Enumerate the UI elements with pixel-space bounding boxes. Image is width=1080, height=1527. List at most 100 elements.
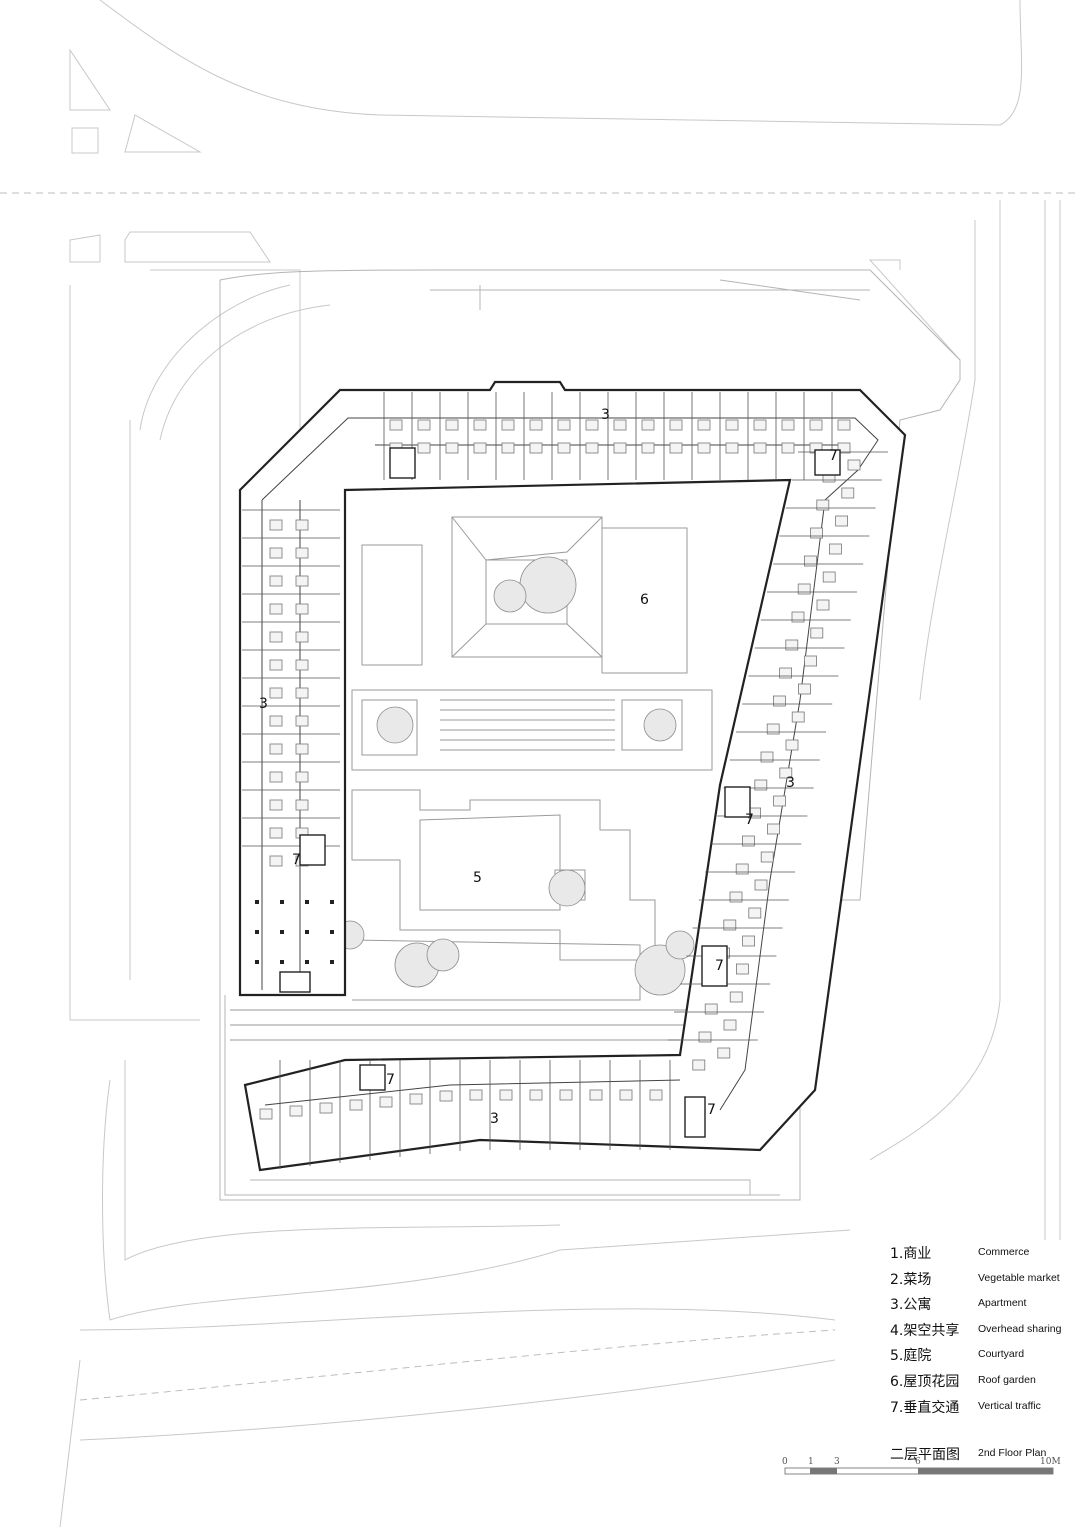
apartment-unit — [269, 687, 283, 699]
apartment-unit — [613, 419, 627, 431]
column — [330, 900, 334, 904]
apartment-unit — [698, 1031, 712, 1043]
apartment-unit — [804, 555, 817, 567]
scale-segment — [810, 1468, 837, 1474]
legend-item: 6.屋顶花园 Roof garden — [890, 1371, 1075, 1393]
apartment-unit — [779, 767, 793, 779]
column — [280, 930, 284, 934]
legend-item: 2.菜场 Vegetable market — [890, 1269, 1075, 1291]
label-vertical-traffic-topright: 7 — [829, 448, 838, 464]
column — [330, 960, 334, 964]
building-footprint — [238, 380, 907, 1172]
legend-item-zh: 2.菜场 — [890, 1272, 932, 1288]
apartment-unit — [269, 827, 283, 839]
apartment-unit — [785, 739, 799, 751]
column — [280, 900, 284, 904]
label-vertical-traffic-bottom1: 7 — [386, 1072, 395, 1088]
apartment-unit — [269, 659, 283, 671]
apartment-unit — [619, 1089, 633, 1101]
area-labels: 3 3 3 3 6 5 7 7 7 7 7 7 — [259, 407, 838, 1127]
apartment-unit — [829, 543, 842, 555]
apartment-unit — [445, 419, 459, 431]
apartment-unit — [295, 547, 309, 559]
apartment-unit — [835, 515, 848, 527]
apartment-unit — [289, 1105, 303, 1117]
apartment-unit — [585, 419, 599, 431]
label-vertical-traffic-mid1: 7 — [745, 812, 754, 828]
label-apartment-left: 3 — [259, 696, 268, 712]
apartment-rooms — [242, 392, 888, 1169]
apartment-unit — [760, 751, 774, 763]
apartment-unit — [269, 799, 283, 811]
apartment-unit — [409, 1093, 423, 1105]
column — [305, 930, 309, 934]
apartment-unit — [766, 723, 780, 735]
trees — [335, 556, 695, 996]
label-vertical-traffic-mid2: 7 — [715, 958, 724, 974]
apartment-unit — [529, 1089, 543, 1101]
apartment-unit — [773, 695, 786, 707]
legend-item-zh: 7.垂直交通 — [890, 1400, 960, 1416]
apartment-unit — [785, 639, 799, 651]
apartment-unit — [319, 1102, 333, 1114]
legend-item-en: Apartment — [978, 1297, 1027, 1309]
column — [255, 960, 259, 964]
legend-item-zh: 3.公寓 — [890, 1297, 932, 1313]
apartment-unit — [269, 603, 283, 615]
apartment-unit — [742, 935, 755, 947]
apartment-unit — [773, 795, 786, 807]
column — [255, 930, 259, 934]
apartment-unit — [697, 442, 711, 454]
label-apartment-bottom: 3 — [490, 1111, 499, 1127]
apartment-unit — [717, 1047, 731, 1059]
label-courtyard: 5 — [473, 870, 482, 886]
apartment-unit — [445, 442, 459, 454]
apartment-unit — [641, 419, 655, 431]
apartment-unit — [729, 991, 743, 1003]
apartment-unit — [295, 575, 309, 587]
scale-tick-0: 0 — [782, 1457, 788, 1467]
apartment-unit — [723, 919, 737, 931]
apartment-unit — [295, 743, 309, 755]
apartment-unit — [729, 891, 743, 903]
legend-item: 3.公寓 Apartment — [890, 1294, 1075, 1316]
vertical-traffic-cores — [279, 447, 841, 1138]
apartment-unit — [295, 659, 309, 671]
apartment-unit — [295, 799, 309, 811]
apartment-unit — [725, 419, 739, 431]
apartment-unit — [501, 442, 515, 454]
apartment-unit — [259, 1108, 273, 1120]
apartment-unit — [791, 611, 805, 623]
apartment-unit — [295, 519, 309, 531]
apartment-unit — [501, 419, 515, 431]
scale-tick-6: 6 — [915, 1457, 921, 1467]
apartment-unit — [559, 1089, 573, 1101]
scale-bar: 0 1 3 6 10M — [782, 1457, 1061, 1475]
scale-tick-1: 1 — [808, 1457, 814, 1467]
legend-item-zh: 5.庭院 — [890, 1348, 932, 1364]
legend-item-en: Vegetable market — [978, 1272, 1060, 1284]
apartment-unit — [669, 442, 683, 454]
apartment-unit — [760, 851, 774, 863]
label-vertical-traffic-left: 7 — [292, 852, 301, 868]
apartment-unit — [641, 442, 655, 454]
apartment-unit — [469, 1089, 483, 1101]
drawing-title: 二层平面图 2nd Floor Plan — [890, 1444, 1075, 1466]
apartment-unit — [841, 487, 855, 499]
apartment-unit — [295, 715, 309, 727]
apartment-unit — [810, 527, 823, 539]
apartment-unit — [723, 1019, 737, 1031]
apartment-unit — [804, 655, 817, 667]
scale-tick-10m: 10M — [1040, 1457, 1061, 1467]
legend-item-zh: 6.屋顶花园 — [890, 1374, 960, 1390]
apartment-unit — [798, 683, 811, 695]
apartment-unit — [837, 442, 851, 454]
apartment-unit — [779, 667, 792, 679]
apartment-unit — [748, 907, 762, 919]
label-apartment-right: 3 — [786, 775, 795, 791]
apartment-unit — [816, 599, 830, 611]
apartment-unit — [379, 1096, 393, 1108]
apartment-unit — [781, 419, 795, 431]
